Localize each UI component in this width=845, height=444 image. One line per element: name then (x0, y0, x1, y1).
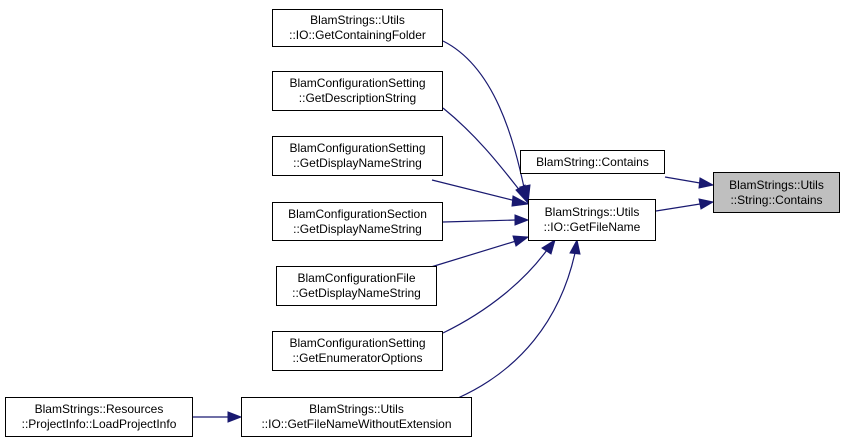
edge-blam-string-contains-to-string-contains (664, 176, 701, 184)
node-label: ::String::Contains (730, 192, 823, 207)
node-label: ::GetDescriptionString (298, 91, 417, 105)
node-label: BlamConfigurationSetting (289, 336, 426, 350)
arrowhead (227, 411, 243, 423)
node-label: ::GetEnumeratorOptions (292, 351, 423, 365)
node-label: BlamStrings::Resources (34, 402, 164, 416)
node-section-get-display-name-string[interactable]: BlamConfigurationSection ::GetDisplayNam… (272, 202, 443, 241)
arrowhead (515, 184, 529, 205)
node-label: ::GetDisplayNameString (293, 221, 422, 236)
node-string-contains-current: BlamStrings::Utils ::String::Contains (713, 172, 840, 213)
node-label: BlamConfigurationSection (288, 206, 427, 221)
node-get-description-string[interactable]: BlamConfigurationSetting ::GetDescriptio… (272, 71, 443, 111)
node-get-enumerator-options[interactable]: BlamConfigurationSetting ::GetEnumerator… (272, 331, 443, 371)
arrowhead (698, 198, 715, 210)
node-label: BlamConfigurationSetting (289, 141, 426, 155)
node-label: BlamString::Contains (536, 154, 649, 169)
edge-get-file-name-to-string-contains (655, 203, 701, 212)
edge-file-display-name-to-get-file-name (430, 240, 517, 268)
node-get-containing-folder[interactable]: BlamStrings::Utils ::IO::GetContainingFo… (272, 9, 443, 47)
node-label: BlamStrings::Utils (544, 205, 640, 219)
node-get-file-name[interactable]: BlamStrings::Utils ::IO::GetFileName (528, 199, 656, 241)
node-setting-get-display-name-string[interactable]: BlamConfigurationSetting ::GetDisplayNam… (272, 136, 443, 176)
node-label: BlamStrings::Utils (309, 402, 404, 416)
arrowhead (698, 177, 715, 189)
node-label: ::GetDisplayNameString (293, 156, 422, 170)
edge-without-extension-to-get-file-name (457, 252, 576, 399)
arrowhead (569, 238, 581, 255)
arrowhead (514, 214, 530, 226)
node-label: BlamStrings::Utils (310, 13, 405, 27)
node-blam-string-contains[interactable]: BlamString::Contains (520, 150, 665, 174)
node-label: BlamStrings::Utils (729, 177, 824, 192)
arrowhead (512, 235, 530, 247)
node-load-project-info[interactable]: BlamStrings::Resources ::ProjectInfo::Lo… (5, 397, 193, 437)
node-label: BlamConfigurationSetting (289, 76, 426, 90)
arrowhead (511, 195, 530, 207)
node-label: ::IO::GetContainingFolder (289, 28, 426, 42)
edge-setting-display-name-to-get-file-name (431, 179, 517, 202)
edge-enumerator-options-to-get-file-name (442, 249, 548, 334)
node-label: ::GetDisplayNameString (292, 286, 421, 300)
node-label: ::IO::GetFileNameWithoutExtension (261, 417, 452, 431)
node-label: BlamConfigurationFile (297, 271, 416, 285)
node-file-get-display-name-string[interactable]: BlamConfigurationFile ::GetDisplayNameSt… (276, 266, 437, 306)
node-get-file-name-without-extension[interactable]: BlamStrings::Utils ::IO::GetFileNameWith… (241, 397, 472, 437)
node-label: ::IO::GetFileName (543, 220, 641, 234)
node-label: ::ProjectInfo::LoadProjectInfo (21, 417, 177, 431)
edge-description-string-to-get-file-name (442, 107, 522, 193)
edge-section-display-name-to-get-file-name (442, 219, 517, 223)
edge-containing-folder-to-get-file-name (442, 40, 526, 193)
arrowhead (541, 238, 556, 255)
